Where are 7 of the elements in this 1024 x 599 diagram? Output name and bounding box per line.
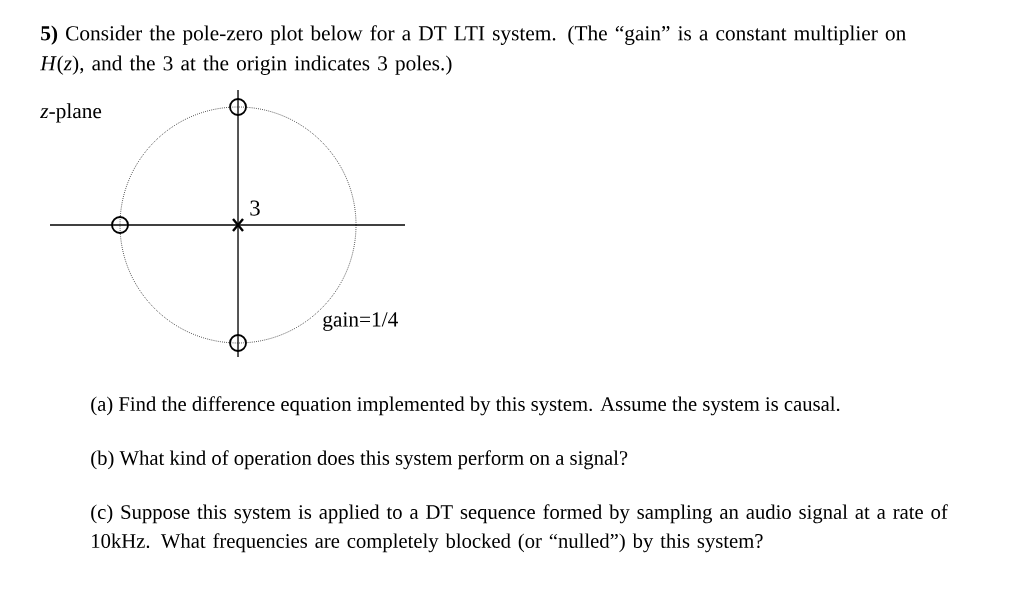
question-text: (a) Find the difference equation implemented by this system. Assume the system is causal. — [91, 396, 840, 416]
plane-label: z-plane — [40, 103, 102, 123]
question-text: (b) What kind of operation does this system perform on a signal? — [91, 450, 628, 470]
gain-label: gain=1/4 — [323, 312, 398, 331]
pole-count-label: 3 — [250, 200, 260, 216]
question-text: (c) Suppose this system is applied to a DT sequence formed by sampling an audio signal at a rate of 10kHz. What frequencies are completely blocked (or “nulled”) by this system? — [91, 504, 948, 553]
question-text: 5) Consider the pole-zero plot below for a DT LTI system. (The “gain” is a constant multiplier on H(z), and the 3 at the origin indicates 3 poles.) — [40, 25, 906, 75]
